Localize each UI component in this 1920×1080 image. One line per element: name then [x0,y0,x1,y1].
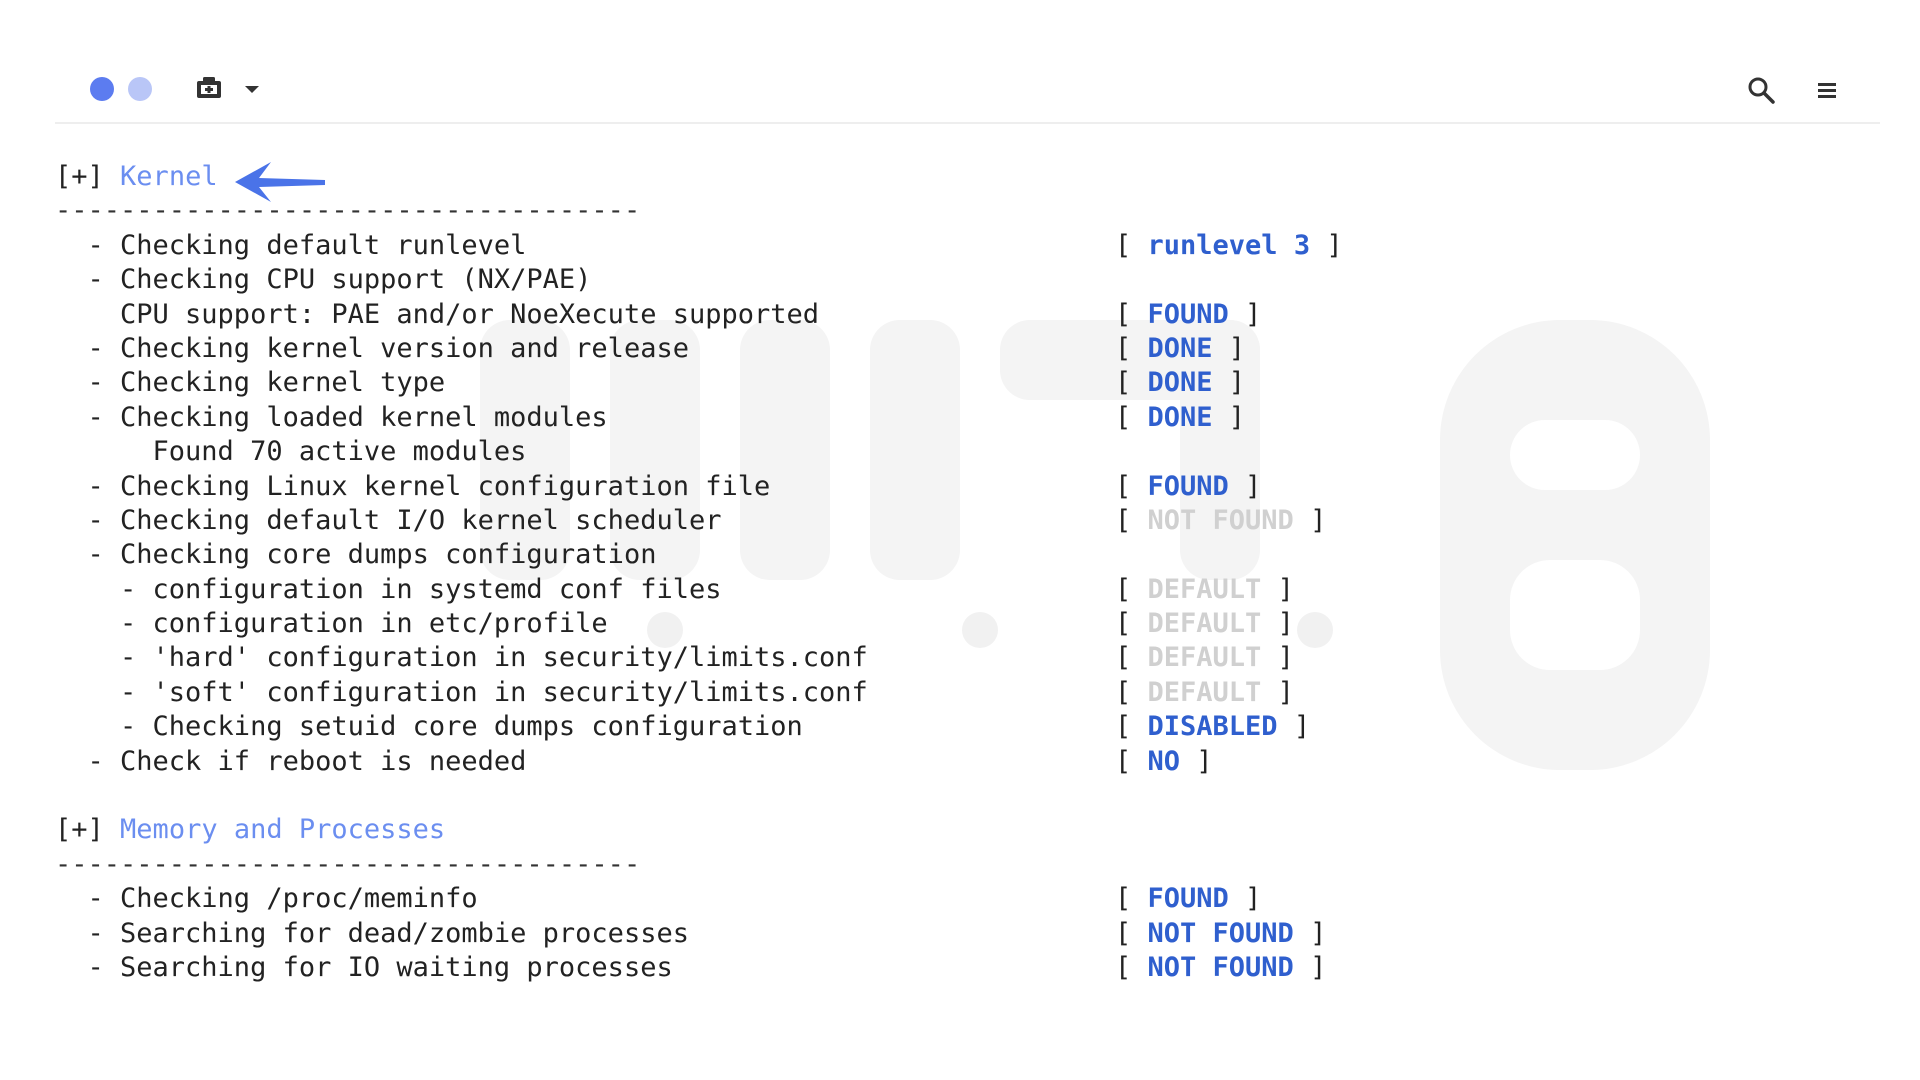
terminal-line: - Checking setuid core dumps configurati… [55,710,1555,744]
terminal-line: - Checking kernel version and release [ … [55,332,1555,366]
status-field: [ DEFAULT ] [1115,573,1294,605]
terminal-line: - Checking /proc/meminfo [ FOUND ] [55,882,1555,916]
status-field: [ DEFAULT ] [1115,608,1294,640]
status-field: [ NOT FOUND ] [1115,504,1327,536]
terminal-tab-icon[interactable] [195,76,223,102]
section-prefix: [+] [55,814,104,846]
section-title: Memory and Processes [120,814,446,846]
terminal-line: - Checking default runlevel [ runlevel 3… [55,229,1555,263]
terminal-output: [+] Kernel -----------------------------… [55,160,1555,985]
status-field: [ DONE ] [1115,332,1246,364]
status-field: [ NO ] [1115,745,1213,777]
section-separator: ------------------------------------ [55,195,641,227]
terminal-line: - Check if reboot is needed [ NO ] [55,745,1555,779]
terminal-line: CPU support: PAE and/or NoeXecute suppor… [55,298,1555,332]
terminal-line: - Searching for dead/zombie processes [ … [55,917,1555,951]
status-field: [ DISABLED ] [1115,711,1311,743]
terminal-line: - Searching for IO waiting processes [ N… [55,951,1555,985]
status-field: [ NOT FOUND ] [1115,951,1327,983]
terminal-line: - Checking CPU support (NX/PAE) [55,264,592,296]
hamburger-menu-icon[interactable] [1811,74,1843,106]
section-prefix: [+] [55,161,104,192]
section-heading-memory: [+] Memory and Processes [55,813,1555,847]
section-title: Kernel [120,161,218,192]
terminal-line: - Checking loaded kernel modules [ DONE … [55,401,1555,435]
window-dot-inactive[interactable] [128,77,152,101]
status-field: [ NOT FOUND ] [1115,917,1327,949]
terminal-line: - 'soft' configuration in security/limit… [55,676,1555,710]
status-field: [ DEFAULT ] [1115,676,1294,708]
section-heading-kernel: [+] Kernel [55,160,1555,194]
chevron-down-icon[interactable] [242,81,262,97]
terminal-line: - Checking default I/O kernel scheduler … [55,504,1555,538]
terminal-line: Found 70 active modules [55,436,527,468]
section-separator: ------------------------------------ [55,848,641,880]
terminal-line: - 'hard' configuration in security/limit… [55,641,1555,675]
terminal-line: - configuration in etc/profile [ DEFAULT… [55,607,1555,641]
status-field: [ FOUND ] [1115,883,1262,915]
status-field: [ FOUND ] [1115,470,1262,502]
status-field: [ DEFAULT ] [1115,642,1294,674]
status-field: [ DONE ] [1115,401,1246,433]
terminal-line: - Checking Linux kernel configuration fi… [55,470,1555,504]
status-field: [ DONE ] [1115,367,1246,399]
pointer-arrow-icon [235,162,325,202]
terminal-line: - Checking core dumps configuration [55,539,657,571]
status-field: [ runlevel 3 ] [1115,229,1343,261]
status-field: [ FOUND ] [1115,298,1262,330]
terminal-line: - Checking kernel type [ DONE ] [55,366,1555,400]
search-icon[interactable] [1745,74,1777,106]
blank-line [55,779,1555,813]
terminal-line: - configuration in systemd conf files [ … [55,573,1555,607]
terminal-toolbar [55,60,1880,124]
window-dot-active[interactable] [90,77,114,101]
